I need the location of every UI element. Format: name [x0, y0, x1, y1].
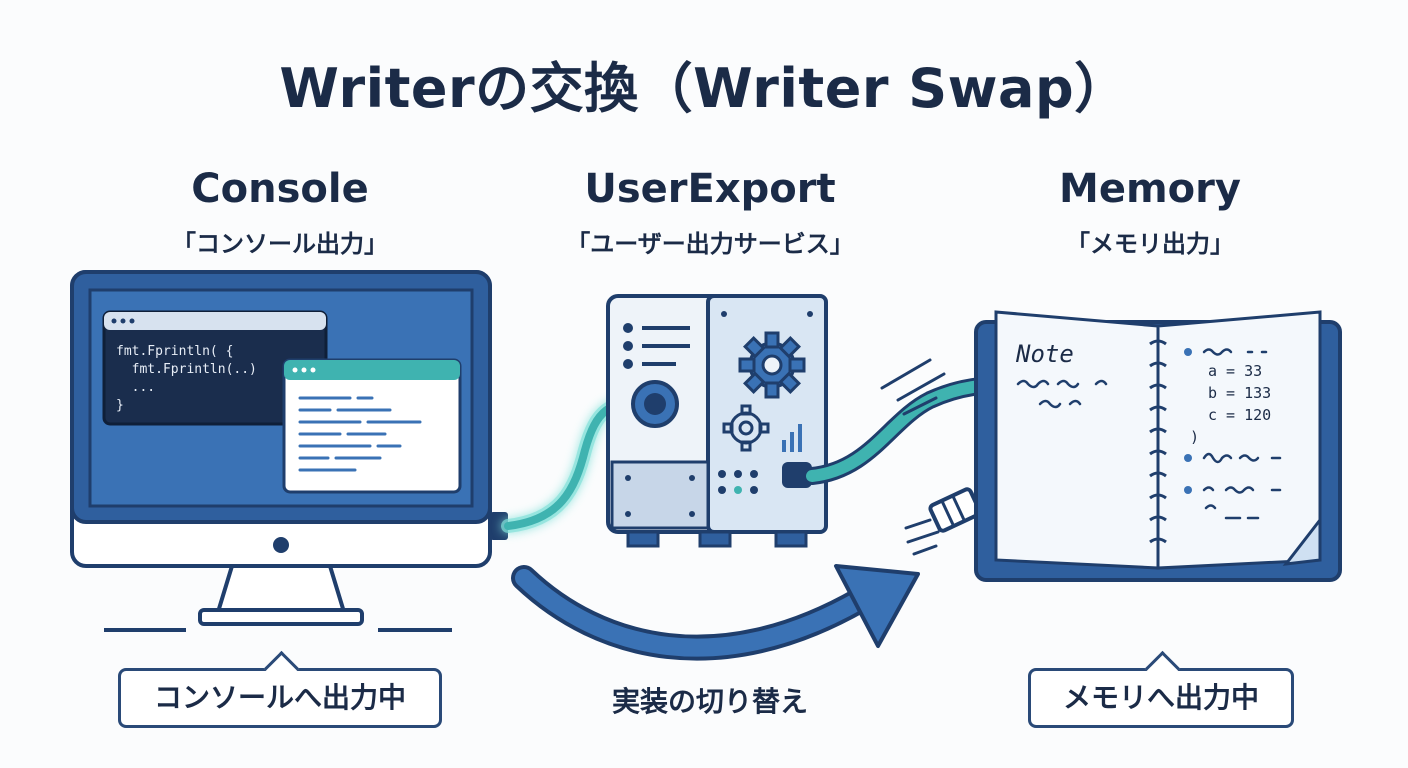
console-node-subtitle: 「コンソール出力」 [172, 230, 388, 258]
notebook-brace: ) [1190, 428, 1200, 446]
memory-node-name: Memory [1059, 166, 1241, 212]
notebook-icon [974, 310, 1342, 582]
code-line: fmt.Fprintln( { [116, 344, 234, 359]
notebook-title: Note [1016, 340, 1074, 368]
page-title: Writerの交換（Writer Swap） [279, 57, 1129, 120]
server-gears-icon [606, 294, 828, 548]
userexport-node-name: UserExport [584, 166, 836, 212]
console-status-badge: コンソールへ出力中 [118, 650, 442, 728]
switch-label: 実装の切り替え [611, 685, 808, 718]
code-line: } [116, 398, 124, 413]
notebook-value-c: c = 120 [1208, 406, 1272, 424]
console-node-name: Console [191, 166, 369, 212]
code-line: fmt.Fprintln(..) [116, 362, 257, 377]
memory-node-subtitle: 「メモリ出力」 [1066, 230, 1234, 258]
userexport-node-subtitle: 「ユーザー出力サービス」 [566, 230, 854, 258]
memory-status-badge: メモリへ出力中 [1028, 650, 1294, 728]
console-status-text: コンソールへ出力中 [153, 681, 406, 714]
switch-arrow [511, 564, 920, 661]
code-line: ... [116, 380, 156, 395]
notebook-value-a: a = 33 [1208, 362, 1263, 380]
memory-status-text: メモリへ出力中 [1062, 681, 1259, 714]
desktop-monitor-icon [70, 270, 508, 632]
notebook-value-b: b = 133 [1208, 384, 1272, 402]
